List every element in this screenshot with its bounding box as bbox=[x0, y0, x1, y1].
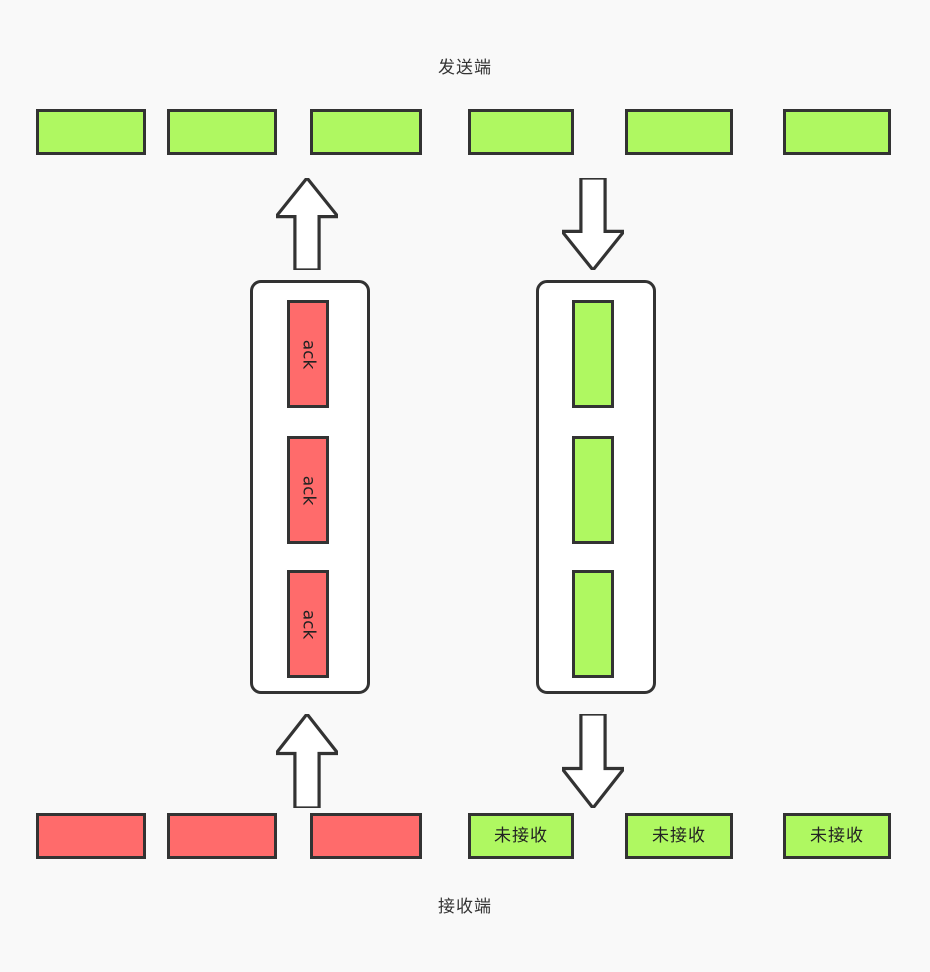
top-row-packet bbox=[783, 109, 891, 155]
data-buffer-item bbox=[572, 570, 614, 678]
bottom-row-packet bbox=[310, 813, 422, 859]
bottom-row-packet bbox=[167, 813, 277, 859]
sender-label: 发送端 bbox=[438, 58, 492, 78]
bottom-row-packet: 未接收 bbox=[625, 813, 733, 859]
ack-buffer-item: ack bbox=[287, 300, 329, 408]
arrow-up-receiver-icon bbox=[276, 714, 338, 808]
top-row-packet bbox=[625, 109, 733, 155]
vertical-packet-label: ack bbox=[298, 339, 319, 369]
top-row-packet bbox=[310, 109, 422, 155]
top-row-packet bbox=[468, 109, 574, 155]
ack-buffer-item: ack bbox=[287, 570, 329, 678]
data-buffer-item bbox=[572, 300, 614, 408]
vertical-packet-label: ack bbox=[298, 609, 319, 639]
bottom-row-packet bbox=[36, 813, 146, 859]
vertical-packet-label: ack bbox=[298, 475, 319, 505]
arrow-down-receiver-icon bbox=[562, 714, 624, 808]
arrow-down-sender-icon bbox=[562, 178, 624, 270]
ack-buffer-item: ack bbox=[287, 436, 329, 544]
bottom-row-packet: 未接收 bbox=[468, 813, 574, 859]
data-buffer-item bbox=[572, 436, 614, 544]
top-row-packet bbox=[36, 109, 146, 155]
top-row-packet bbox=[167, 109, 277, 155]
receiver-label: 接收端 bbox=[438, 897, 492, 917]
arrow-up-sender-icon bbox=[276, 178, 338, 270]
bottom-row-packet: 未接收 bbox=[783, 813, 891, 859]
